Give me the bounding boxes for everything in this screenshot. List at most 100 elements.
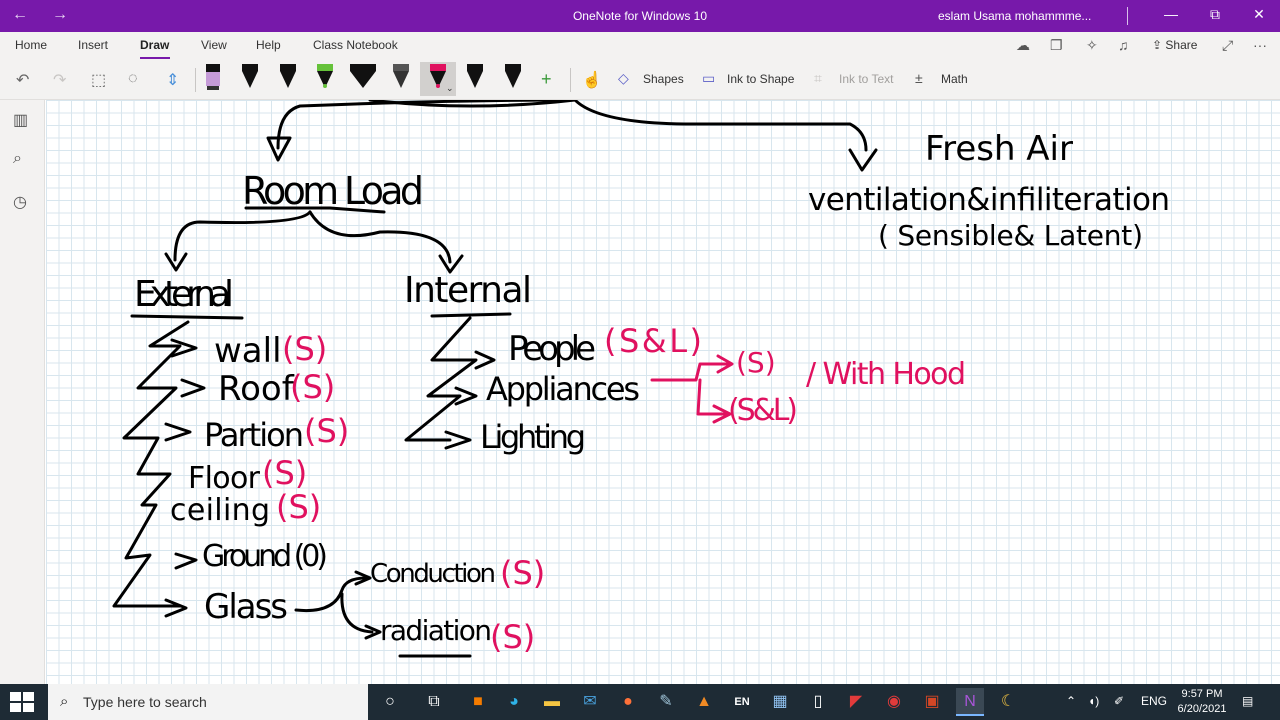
close-icon[interactable]: ✕ [1253,6,1265,22]
sync-icon[interactable]: ☁ [1016,37,1030,53]
cortana-icon[interactable]: ○ [385,693,395,710]
onenote-icon[interactable]: N [956,688,984,716]
more-options-icon[interactable]: ··· [1253,37,1267,53]
volume-icon[interactable]: ◖) [1088,694,1100,708]
app-g-icon[interactable]: ■ [473,693,483,710]
notebooks-icon[interactable]: ❐ [1050,37,1063,53]
room-load-left-branch [173,210,312,262]
pen-workspace-icon[interactable]: ✐ [1114,694,1125,708]
ink-radiation: radiation [380,614,492,647]
ink-conduction: Conduction [370,559,496,589]
pen-green[interactable] [317,64,333,88]
tray-overflow-chevron-icon[interactable]: ⌃ [1066,694,1077,708]
note-canvas[interactable]: Fresh Air ventilation&infiliteration ( S… [46,100,1280,684]
paint-icon[interactable]: ✎ [659,693,673,710]
tab-view[interactable]: View [201,38,227,52]
pen-black-4[interactable] [505,64,521,88]
ink-fresh-air: Fresh Air [925,129,1073,169]
document-icon[interactable]: ▯ [813,693,823,710]
bell-icon[interactable]: ♫ [1118,37,1129,53]
ink-tag-sl: (S&L) [728,393,798,428]
glass-upper-branch [294,576,368,613]
tab-draw[interactable]: Draw [140,38,170,52]
ink-layer[interactable]: Fresh Air ventilation&infiliteration ( S… [46,100,1280,684]
ink-tag-s: (S) [290,368,335,406]
ink-tag-s: (S) [276,488,321,526]
pen-black-2[interactable] [280,64,296,88]
fullscreen-icon[interactable]: ⤢ [1222,37,1234,53]
forward-arrow-icon[interactable]: → [52,6,68,23]
pen-pink[interactable] [430,64,446,88]
top-brace-stroke [368,100,868,152]
search-icon[interactable]: ⌕ [13,150,22,167]
share-button[interactable]: ⇪ Share [1152,38,1198,52]
user-name[interactable]: eslam Usama mohammme... [938,9,1092,23]
mail-icon[interactable]: ✉ [583,693,597,710]
shapes-icon[interactable]: ◇ [618,70,629,86]
ink-internal: Internal [404,270,532,311]
arrowhead [454,386,478,406]
video-recorder-icon[interactable]: ◉ [887,693,901,710]
ink-roof: Roof [218,369,295,409]
pencil-gray[interactable] [393,64,409,88]
ink-appliances: Appliances [486,370,640,408]
ink-to-shape-button[interactable]: Ink to Shape [727,72,795,86]
ink-tag-s: (S) [490,618,535,656]
tab-insert[interactable]: Insert [78,38,109,52]
powerpoint-icon[interactable]: ▣ [924,693,940,710]
vlc-icon[interactable]: ▲ [696,693,712,710]
pen-black-wide[interactable] [350,64,376,88]
calculator-icon[interactable]: ▦ [772,693,788,710]
tab-help[interactable]: Help [256,38,281,52]
internal-branch-lines [404,316,478,442]
appliance-branch-lower [696,378,728,416]
search-icon: ⌕ [60,693,69,710]
clock-date: 6/20/2021 [1177,703,1227,715]
task-view-icon[interactable]: ⧉ [428,693,440,710]
titlebar-divider [1127,7,1128,25]
edge-browser-icon[interactable]: ◕ [509,693,519,710]
tab-home[interactable]: Home [15,38,48,52]
room-load-underline [244,206,386,214]
taskbar-clock[interactable]: 9:57 PM 6/20/2021 [1174,687,1230,717]
pen-black-1[interactable] [242,64,258,88]
windows-start-icon[interactable] [10,692,34,712]
touch-draw-icon[interactable]: ☝ [582,72,602,89]
title-bar: ← → OneNote for Windows 10 eslam Usama m… [0,0,1280,32]
math-button[interactable]: Math [941,72,968,86]
language-app-icon[interactable]: EN [734,696,750,708]
notification-center-icon[interactable]: ▤ [1242,694,1254,708]
notebooks-library-icon[interactable]: ▥ [13,112,29,129]
ink-floor: Floor [188,461,261,496]
ink-partion: Partion [204,416,304,454]
ink-to-shape-icon[interactable]: ▭ [702,70,716,86]
back-arrow-icon[interactable]: ← [12,6,28,23]
firefox-icon[interactable]: ● [623,693,633,710]
ink-with-hood: / With Hood [806,357,966,392]
night-light-icon[interactable]: ☾ [1000,693,1016,710]
navigation-sidebar: ▥ ⌕ ◷ [0,100,45,684]
toolbar-divider [195,68,196,92]
tab-class-notebook[interactable]: Class Notebook [313,38,398,52]
add-pen-icon[interactable]: + [541,69,552,89]
file-explorer-icon[interactable]: ▬ [544,693,560,710]
top-brace-left-stroke [276,100,577,150]
lasso-select-icon[interactable]: ⬚ [91,72,107,89]
restore-icon[interactable]: ⧉ [1210,6,1220,22]
language-indicator[interactable]: ENG [1141,694,1168,708]
pen-dropdown-chevron-icon[interactable]: ⌄ [446,83,454,93]
pen-black-3[interactable] [467,64,483,88]
insert-space-icon[interactable]: ⇕ [166,72,180,89]
pdf-reader-icon[interactable]: ◤ [849,693,863,710]
pen-eraser[interactable] [206,64,220,90]
undo-icon[interactable]: ↶ [16,72,30,89]
math-icon[interactable]: ± [915,70,923,86]
taskbar-search-box[interactable]: ⌕ Type here to search [48,684,368,720]
shapes-button[interactable]: Shapes [643,72,684,86]
add-space-icon[interactable]: ◌ [128,70,138,87]
minimize-icon[interactable]: — [1164,6,1178,22]
glass-lower-branch [340,592,374,634]
lightbulb-icon[interactable]: ✧ [1086,37,1098,53]
arrowhead [180,378,206,398]
recent-clock-icon[interactable]: ◷ [13,194,27,211]
